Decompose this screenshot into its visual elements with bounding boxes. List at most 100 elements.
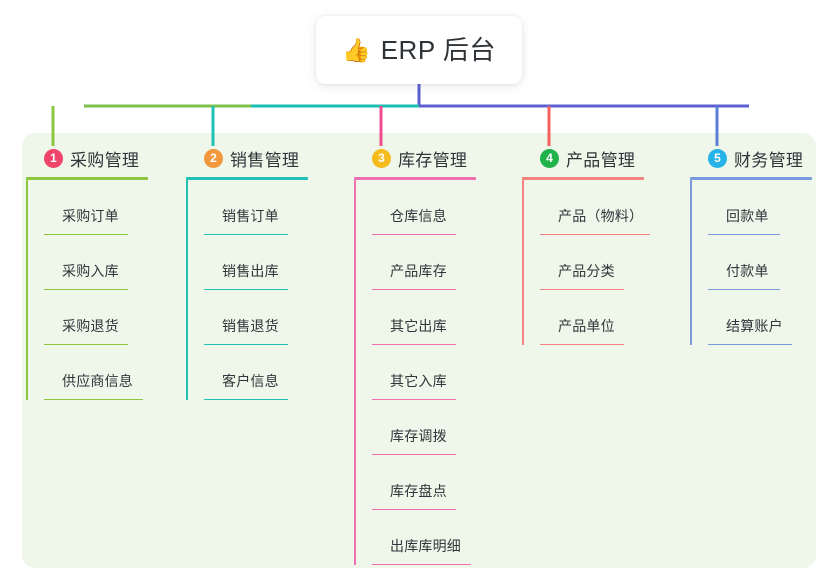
root-title-card[interactable]: 👍 ERP 后台: [316, 16, 522, 84]
menu-item[interactable]: 产品（物料）: [540, 180, 682, 235]
menu-item-label: 销售出库: [222, 263, 279, 279]
column-items-3: 仓库信息产品库存其它出库其它入库库存调拨库存盘点出库库明细: [354, 180, 514, 565]
column-badge-1: 1: [44, 148, 63, 168]
menu-item-rule: [204, 233, 288, 235]
column-badge-3: 3: [372, 148, 391, 168]
column-header-4[interactable]: 4 产品管理: [522, 146, 682, 170]
column-header-5[interactable]: 5 财务管理: [690, 146, 839, 170]
column-title-4: 产品管理: [566, 150, 636, 170]
menu-item-label: 销售退货: [222, 318, 279, 334]
menu-item[interactable]: 产品分类: [540, 235, 682, 290]
menu-item-rule: [708, 343, 792, 345]
column-header-rule-2: [186, 177, 308, 180]
menu-item[interactable]: 采购退货: [44, 290, 186, 345]
menu-item-rule: [372, 398, 456, 400]
menu-item-rule: [204, 343, 288, 345]
column-spine-2: [186, 180, 188, 400]
menu-item-rule: [540, 343, 624, 345]
menu-item-rule: [204, 288, 288, 290]
menu-item[interactable]: 结算账户: [708, 290, 839, 345]
menu-item-label: 其它出库: [390, 318, 447, 334]
menu-item-rule: [44, 288, 128, 290]
menu-item[interactable]: 仓库信息: [372, 180, 514, 235]
column-header-1[interactable]: 1 采购管理: [26, 146, 186, 170]
column-spine-3: [354, 180, 356, 565]
menu-item-rule: [204, 398, 288, 400]
column-header-rule-4: [522, 177, 644, 180]
menu-item-label: 库存调拨: [390, 428, 447, 444]
menu-item[interactable]: 库存盘点: [372, 455, 514, 510]
menu-item-rule: [372, 343, 456, 345]
menu-item-rule: [540, 233, 650, 235]
menu-item-label: 出库库明细: [390, 538, 461, 554]
thumbs-up-icon: 👍: [342, 36, 371, 63]
column-3: 3 库存管理仓库信息产品库存其它出库其它入库库存调拨库存盘点出库库明细: [354, 146, 514, 565]
menu-item-label: 产品（物料）: [558, 208, 644, 224]
menu-item-rule: [540, 288, 624, 290]
menu-item-label: 采购退货: [62, 318, 119, 334]
menu-item-rule: [708, 288, 780, 290]
column-items-2: 销售订单销售出库销售退货客户信息: [186, 180, 346, 400]
menu-item-rule: [372, 233, 456, 235]
menu-item-label: 回款单: [726, 208, 769, 224]
menu-item-label: 付款单: [726, 263, 769, 279]
column-4: 4 产品管理产品（物料） 产品分类产品单位: [522, 146, 682, 345]
menu-item[interactable]: 销售出库: [204, 235, 346, 290]
menu-item[interactable]: 采购入库: [44, 235, 186, 290]
column-header-rule-5: [690, 177, 812, 180]
menu-item[interactable]: 付款单: [708, 235, 839, 290]
column-items-5: 回款单付款单结算账户: [690, 180, 839, 345]
column-title-3: 库存管理: [398, 150, 468, 170]
column-1: 1 采购管理采购订单采购入库采购退货供应商信息: [26, 146, 186, 400]
column-5: 5 财务管理回款单付款单结算账户: [690, 146, 839, 345]
menu-item-rule: [44, 398, 143, 400]
menu-item[interactable]: 产品单位: [540, 290, 682, 345]
menu-item-label: 其它入库: [390, 373, 447, 389]
menu-item-label: 采购入库: [62, 263, 119, 279]
menu-item[interactable]: 其它入库: [372, 345, 514, 400]
menu-item-label: 库存盘点: [390, 483, 447, 499]
column-header-3[interactable]: 3 库存管理: [354, 146, 514, 170]
column-header-rule-1: [26, 177, 148, 180]
column-spine-5: [690, 180, 692, 345]
menu-item-rule: [708, 233, 780, 235]
menu-item-label: 结算账户: [726, 318, 783, 334]
menu-item-label: 采购订单: [62, 208, 119, 224]
menu-item-rule: [372, 288, 456, 290]
column-title-5: 财务管理: [734, 150, 804, 170]
menu-item[interactable]: 销售退货: [204, 290, 346, 345]
column-title-1: 采购管理: [70, 150, 140, 170]
column-header-rule-3: [354, 177, 476, 180]
column-badge-4: 4: [540, 148, 559, 168]
page-title: ERP 后台: [380, 35, 496, 65]
menu-item-rule: [44, 343, 128, 345]
column-items-4: 产品（物料） 产品分类产品单位: [522, 180, 682, 345]
column-badge-5: 5: [708, 148, 727, 168]
menu-item[interactable]: 销售订单: [204, 180, 346, 235]
menu-item-label: 供应商信息: [62, 373, 133, 389]
menu-item[interactable]: 其它出库: [372, 290, 514, 345]
menu-item-label: 产品分类: [558, 263, 615, 279]
menu-item-rule: [372, 453, 456, 455]
menu-item-rule: [372, 563, 471, 565]
menu-item[interactable]: 采购订单: [44, 180, 186, 235]
column-badge-2: 2: [204, 148, 223, 168]
menu-item[interactable]: 出库库明细: [372, 510, 514, 565]
menu-item-label: 销售订单: [222, 208, 279, 224]
menu-item-label: 产品单位: [558, 318, 615, 334]
menu-item[interactable]: 库存调拨: [372, 400, 514, 455]
diagram-panel: [22, 133, 816, 568]
menu-item[interactable]: 产品库存: [372, 235, 514, 290]
menu-item-label: 产品库存: [390, 263, 447, 279]
menu-item[interactable]: 客户信息: [204, 345, 346, 400]
menu-item-rule: [44, 233, 128, 235]
menu-item-label: 客户信息: [222, 373, 279, 389]
menu-item-rule: [372, 508, 456, 510]
menu-item[interactable]: 供应商信息: [44, 345, 186, 400]
column-items-1: 采购订单采购入库采购退货供应商信息: [26, 180, 186, 400]
menu-item[interactable]: 回款单: [708, 180, 839, 235]
menu-item-label: 仓库信息: [390, 208, 447, 224]
